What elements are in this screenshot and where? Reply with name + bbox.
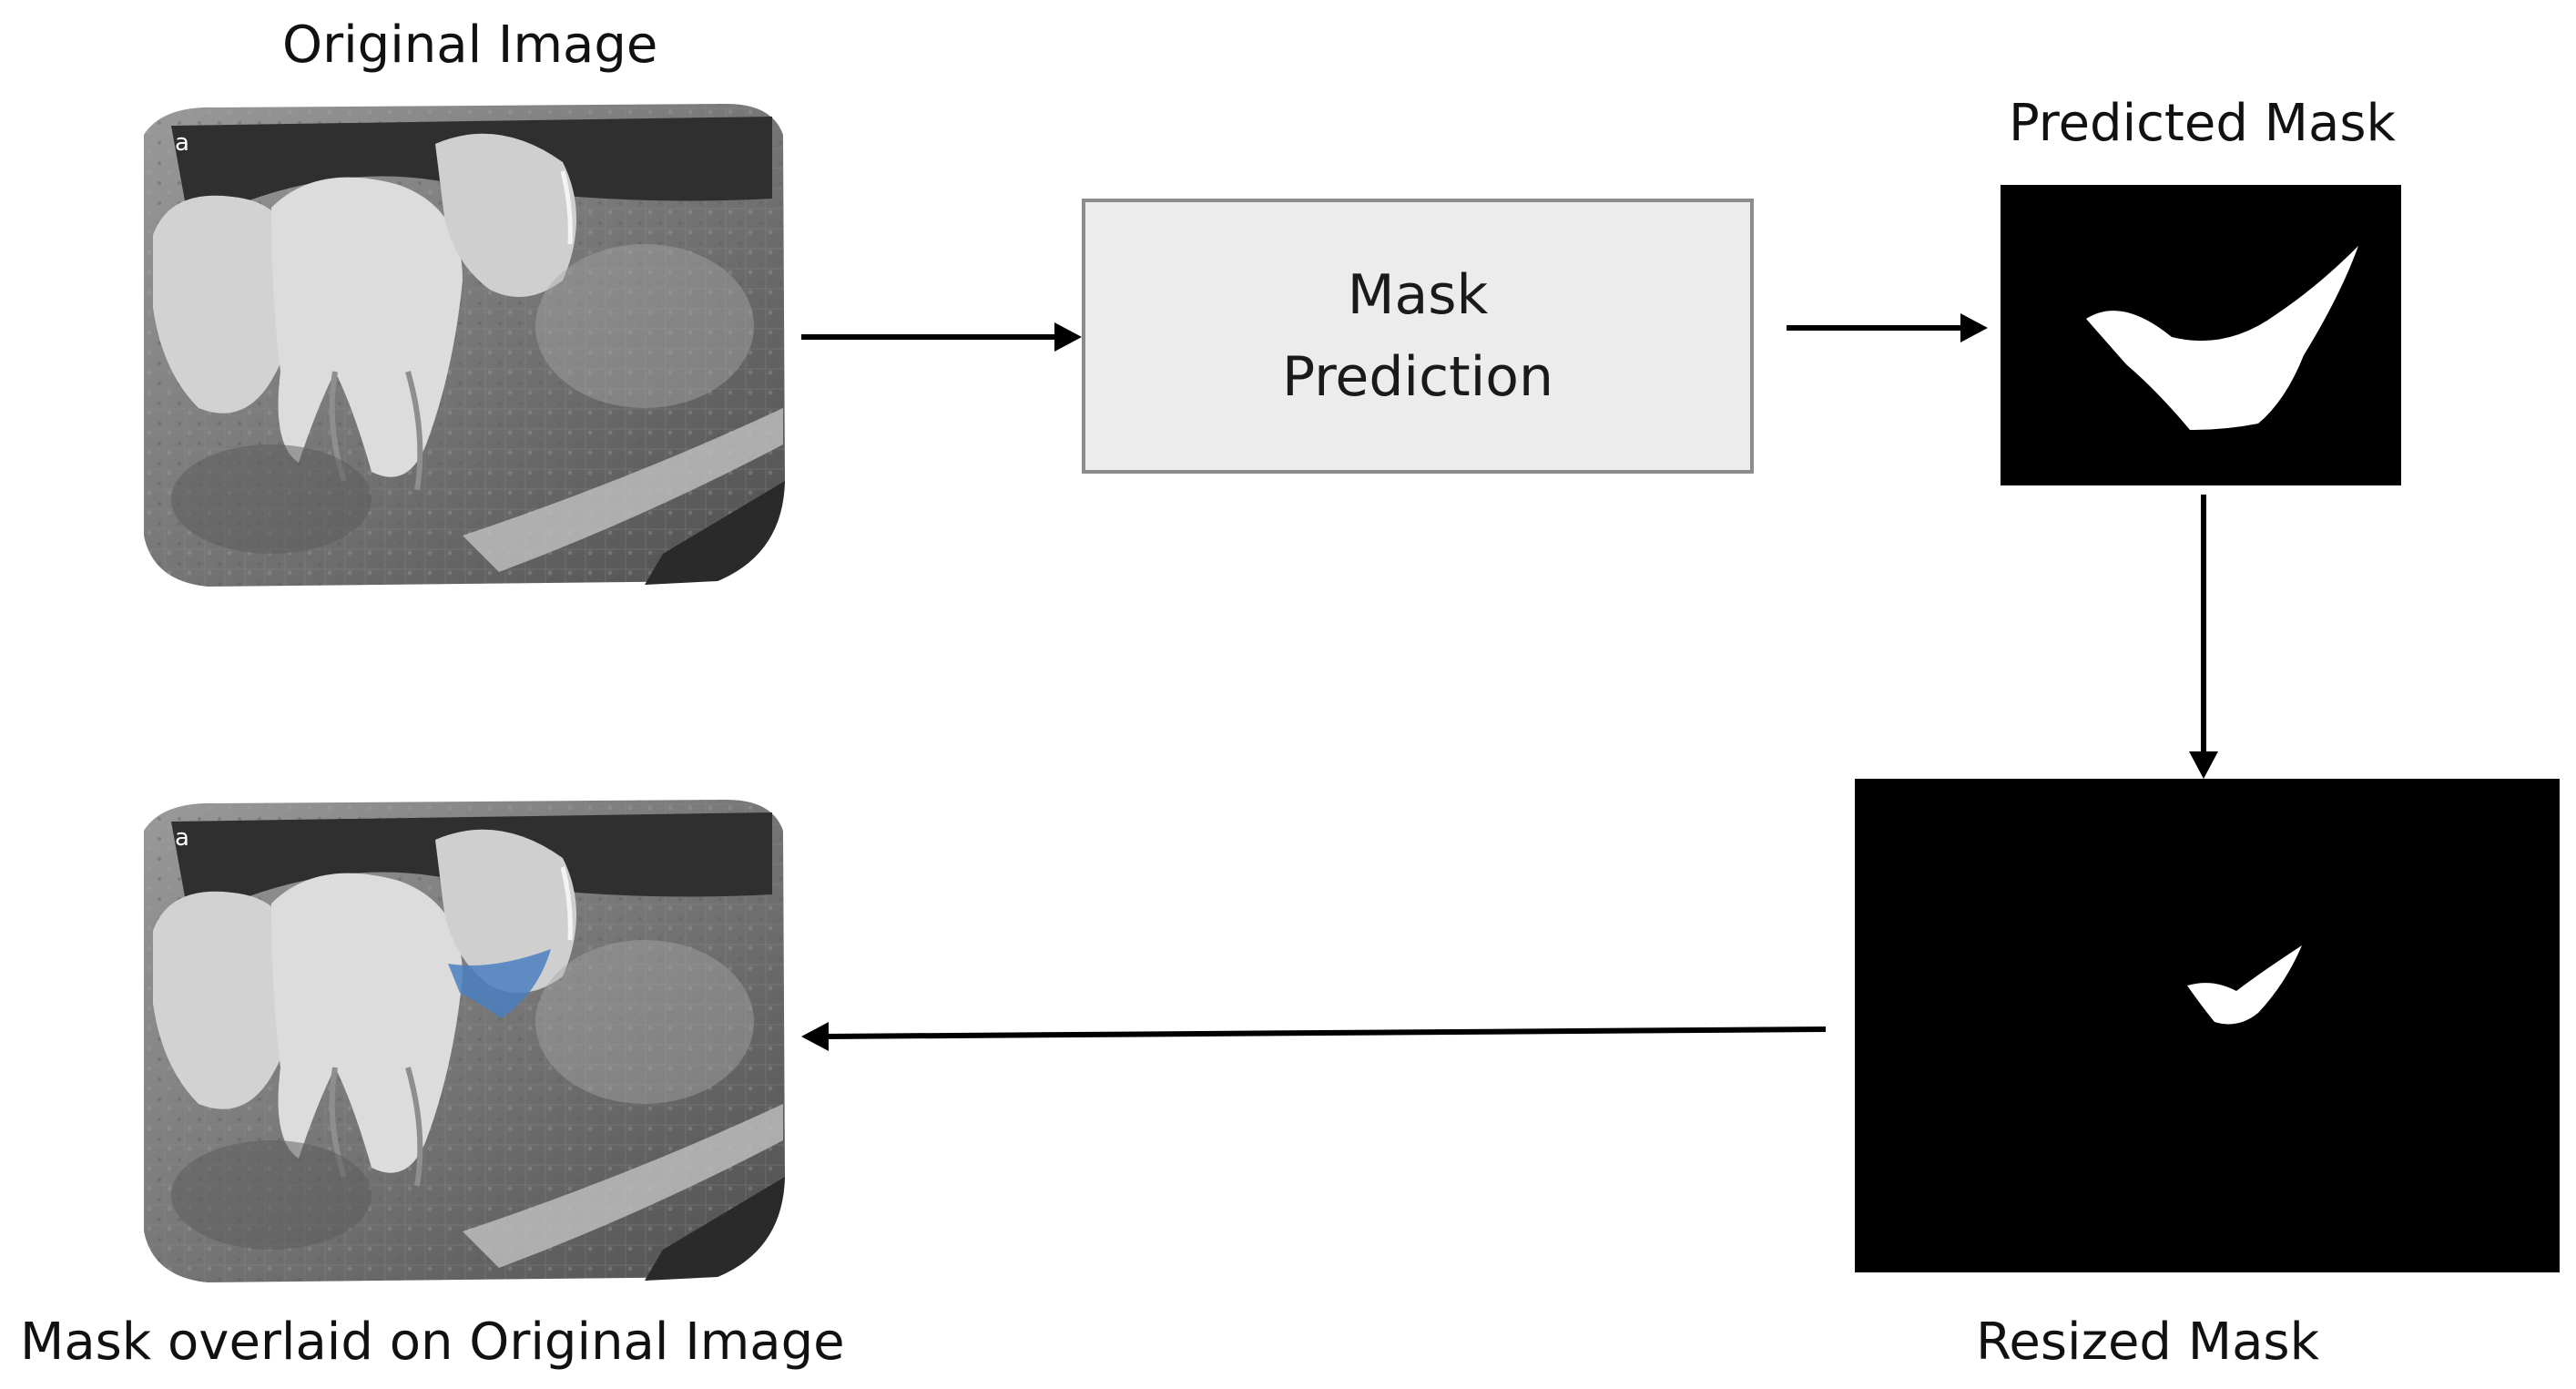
arrow-original-to-prediction (801, 322, 1082, 352)
resized-mask-image (1855, 779, 2560, 1272)
process-label-line1: Mask (1347, 263, 1489, 327)
mask-prediction-box: Mask Prediction (1082, 199, 1754, 474)
arrow-resized-to-overlay (801, 1022, 1827, 1051)
arrow-prediction-to-mask (1787, 313, 1988, 342)
xray-corner-mark: a (175, 129, 189, 157)
original-image-label: Original Image (282, 15, 658, 75)
overlay-xray-corner-mark: a (175, 824, 189, 852)
original-xray-image (144, 104, 785, 587)
process-label-line2: Prediction (1281, 345, 1554, 409)
predicted-mask-image (2001, 185, 2401, 485)
resized-mask-label: Resized Mask (1976, 1312, 2320, 1372)
overlay-xray-image (144, 800, 785, 1282)
arrow-mask-to-resized (2189, 495, 2218, 779)
predicted-mask-label: Predicted Mask (2009, 94, 2396, 153)
overlay-label: Mask overlaid on Original Image (20, 1312, 845, 1372)
overlay-mask-region (448, 949, 551, 1018)
